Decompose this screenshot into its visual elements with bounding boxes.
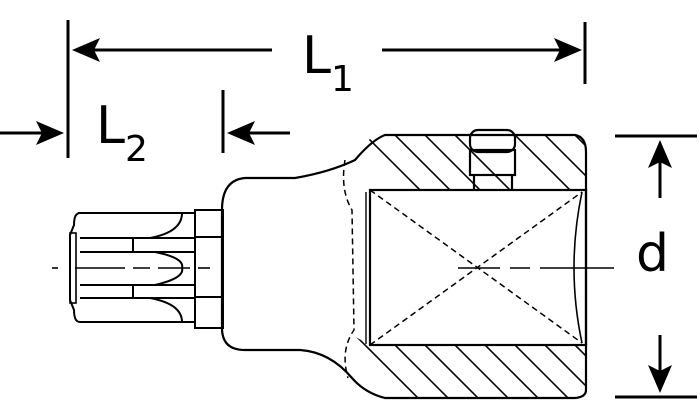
bit-tip — [69, 209, 224, 329]
label-l1-letter: L — [302, 26, 331, 86]
label-d: d — [636, 224, 670, 284]
label-l2-letter: L — [96, 96, 125, 156]
label-l2: L2 — [96, 100, 148, 168]
dimension-l2 — [0, 90, 290, 153]
label-l1: L1 — [302, 30, 354, 98]
dimension-l1 — [66, 20, 587, 158]
label-l1-subscript: 1 — [330, 59, 354, 100]
label-l2-subscript: 2 — [124, 129, 148, 170]
section-hatching — [345, 135, 586, 398]
dimension-d — [615, 134, 697, 399]
socket-body — [220, 128, 588, 400]
